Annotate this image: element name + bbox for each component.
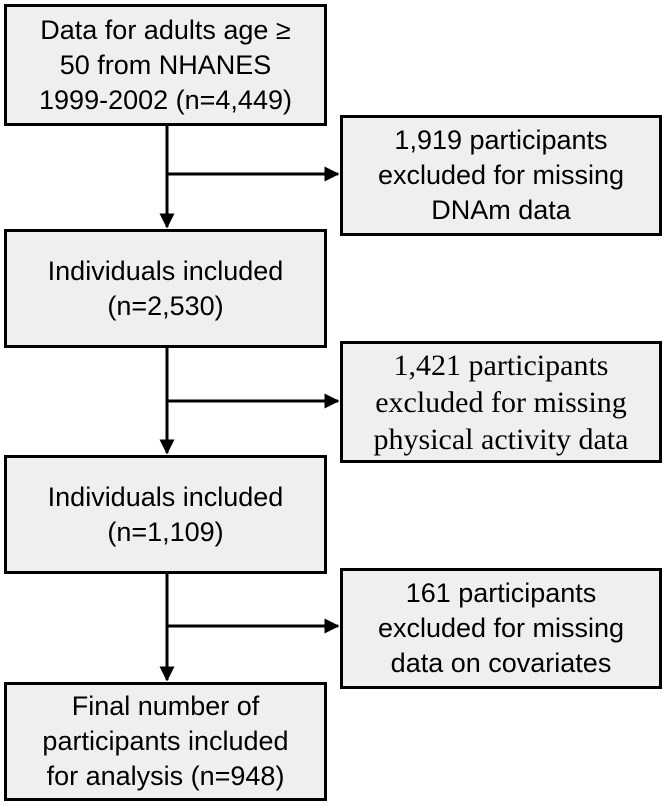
box-final-line-2: participants included — [42, 726, 289, 756]
box-excluded-covariates-line-3: data on covariates — [390, 648, 612, 678]
box-final-line-1: Final number of — [71, 691, 260, 721]
box-initial-line-3: 1999-2002 (n=4,449) — [39, 84, 292, 115]
box-excluded-activity: 1,421 participants excluded for missing … — [340, 341, 662, 463]
box-excluded-dnam-line-3: DNAm data — [431, 195, 571, 225]
box-excluded-dnam-line-1: 1,919 participants — [394, 125, 608, 155]
box-excluded-dnam: 1,919 participants excluded for missing … — [340, 115, 662, 236]
box-included-2: Individuals included (n=1,109) — [4, 455, 327, 574]
box-included-1-line-1: Individuals included — [47, 255, 284, 286]
box-excluded-dnam-line-2: excluded for missing — [377, 160, 625, 190]
box-included-1-line-2: (n=2,530) — [107, 290, 224, 321]
box-excluded-activity-line-3: physical activity data — [373, 422, 629, 456]
box-excluded-covariates: 161 participants excluded for missing da… — [340, 568, 662, 689]
box-initial-line-2: 50 from NHANES — [59, 49, 272, 80]
box-final: Final number of participants included fo… — [4, 682, 327, 801]
box-excluded-covariates-line-2: excluded for missing — [377, 613, 625, 643]
box-included-2-line-1: Individuals included — [47, 481, 284, 512]
box-initial-line-1: Data for adults age ≥ — [40, 14, 291, 45]
box-included-1: Individuals included (n=2,530) — [4, 229, 327, 348]
box-initial-data: Data for adults age ≥ 50 from NHANES 199… — [4, 4, 327, 126]
box-final-line-3: for analysis (n=948) — [46, 761, 285, 791]
box-excluded-activity-line-1: 1,421 participants — [393, 348, 609, 382]
box-excluded-activity-line-2: excluded for missing — [375, 385, 627, 419]
box-excluded-covariates-line-1: 161 participants — [405, 578, 597, 608]
box-included-2-line-2: (n=1,109) — [107, 516, 224, 547]
